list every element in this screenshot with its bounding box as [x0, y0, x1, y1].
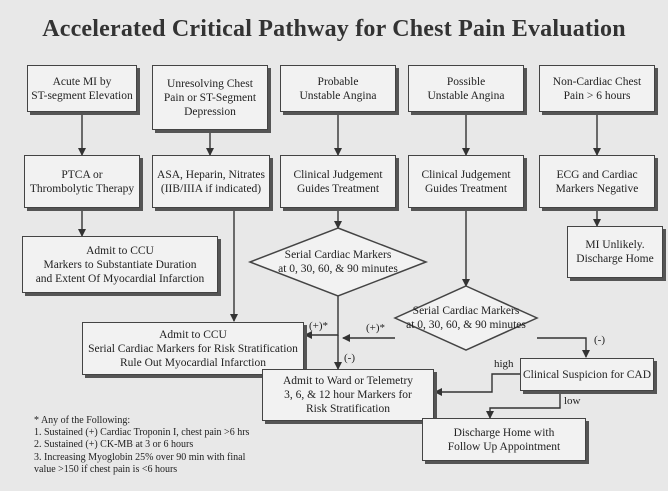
box-asa-heparin: ASA, Heparin, Nitrates (IIB/IIIA if indi… — [152, 155, 270, 208]
box-ecg-markers-negative: ECG and Cardiac Markers Negative — [539, 155, 655, 208]
box-discharge-follow-up: Discharge Home with Follow Up Appointmen… — [422, 418, 586, 461]
box-acute-mi: Acute MI by ST-segment Elevation — [27, 65, 137, 112]
decision-serial-markers-2: Serial Cardiac Markers at 0, 30, 60, & 9… — [406, 305, 526, 331]
box-possible-unstable-angina: Possible Unstable Angina — [408, 65, 524, 112]
box-admit-ward-telemetry: Admit to Ward or Telemetry 3, 6, & 12 ho… — [262, 369, 434, 421]
box-unresolving-chest-pain: Unresolving Chest Pain or ST-Segment Dep… — [152, 65, 268, 130]
edge-label-plus-star-2: (+)* — [366, 322, 386, 334]
edge-label-plus-star: (+)* — [309, 320, 329, 332]
edge-high — [434, 373, 520, 396]
edge-decision2-minus — [537, 337, 590, 358]
box-clinical-suspicion-cad: Clinical Suspicion for CAD — [520, 358, 654, 391]
footnote: * Any of the Following: 1. Sustained (+)… — [34, 415, 250, 475]
decision-serial-markers-1: Serial Cardiac Markers at 0, 30, 60, & 9… — [278, 249, 398, 275]
edge-label-high: high — [494, 358, 514, 370]
box-admit-ccu-markers: Admit to CCU Markers to Substantiate Dur… — [22, 236, 218, 293]
box-ptca: PTCA or Thrombolytic Therapy — [24, 155, 140, 208]
decision-diamond-2 — [393, 285, 539, 351]
page-title: Accelerated Critical Pathway for Chest P… — [42, 16, 626, 42]
edge-label-minus: (-) — [344, 352, 355, 364]
box-clinical-judgement-1: Clinical Judgement Guides Treatment — [280, 155, 396, 208]
edge-label-minus-2: (-) — [594, 334, 605, 346]
edge-label-low: low — [564, 395, 581, 407]
decision-diamond-1 — [247, 227, 429, 297]
edge-low — [486, 392, 561, 419]
box-probable-unstable-angina: Probable Unstable Angina — [280, 65, 396, 112]
box-non-cardiac-chest-pain: Non-Cardiac Chest Pain > 6 hours — [539, 65, 655, 112]
box-mi-unlikely: MI Unlikely. Discharge Home — [567, 226, 663, 278]
box-clinical-judgement-2: Clinical Judgement Guides Treatment — [408, 155, 524, 208]
box-admit-ccu-risk-stratification: Admit to CCU Serial Cardiac Markers for … — [82, 322, 304, 375]
